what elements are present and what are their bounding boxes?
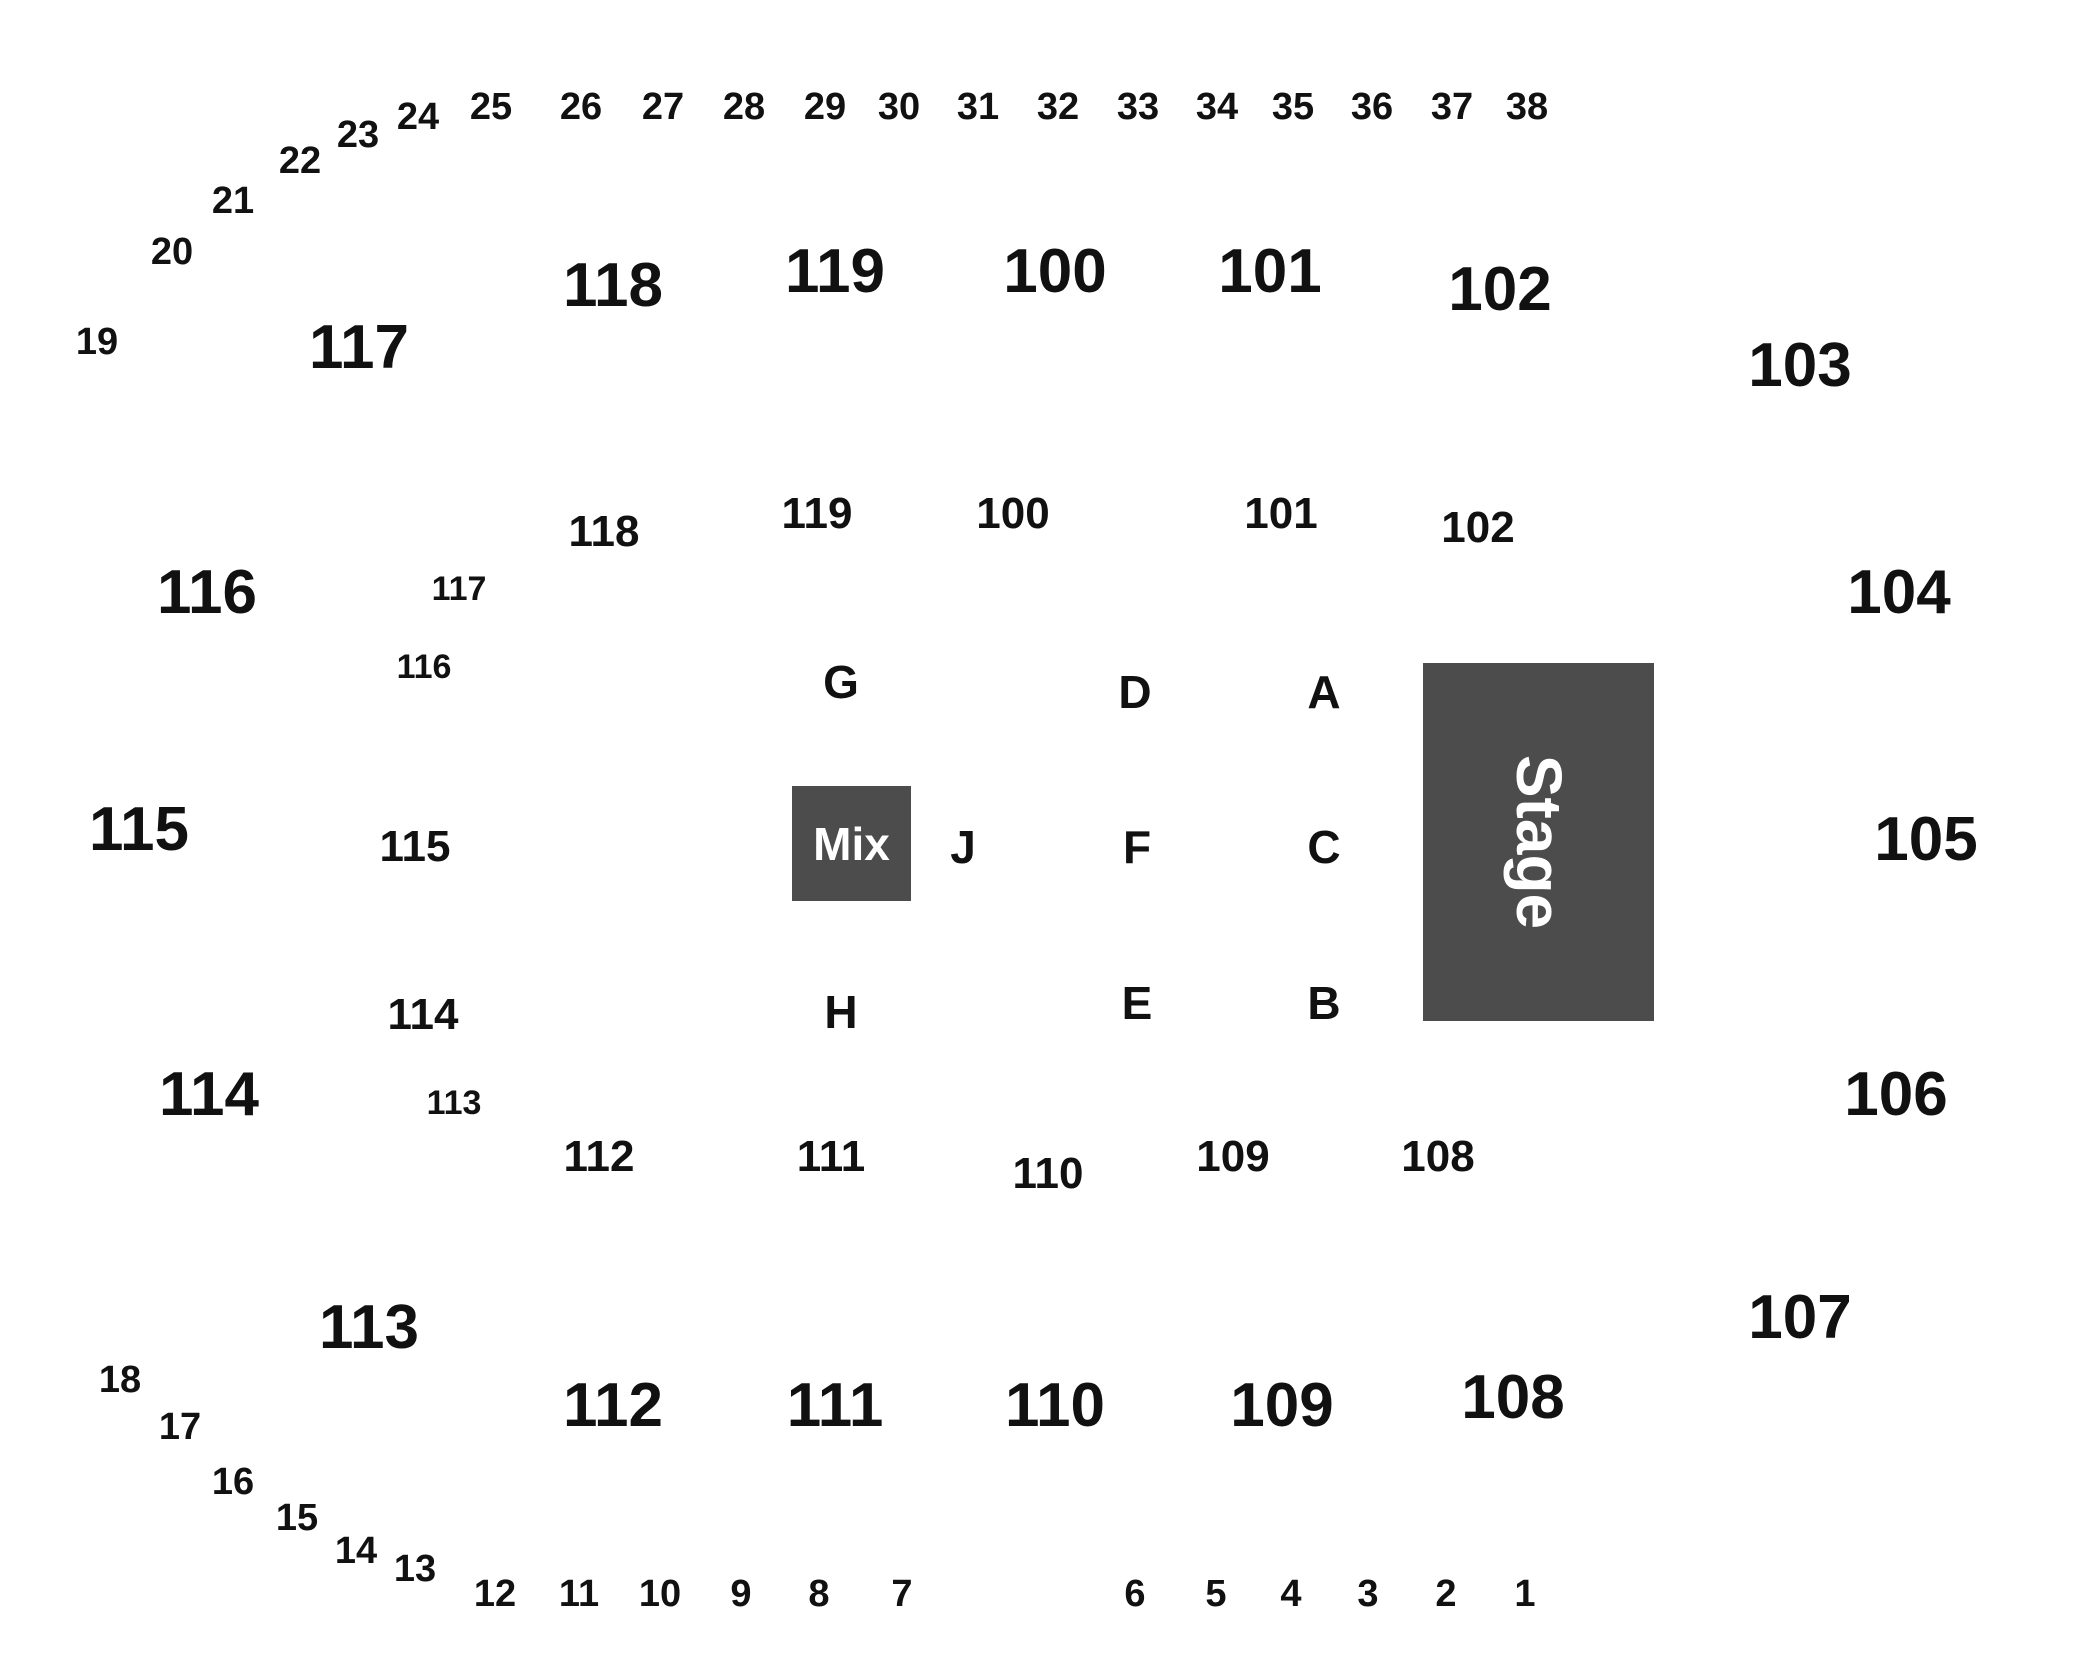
row-label-35[interactable]: 35 — [1271, 86, 1315, 128]
upper-section-119[interactable]: 119 — [784, 237, 886, 306]
lower-section-111[interactable]: 111 — [796, 1132, 866, 1181]
lower-section-113[interactable]: 113 — [426, 1084, 482, 1122]
row-label-3[interactable]: 3 — [1357, 1573, 1379, 1615]
upper-section-118[interactable]: 118 — [562, 251, 664, 320]
lower-section-100[interactable]: 100 — [976, 489, 1050, 538]
row-label-30[interactable]: 30 — [877, 86, 921, 128]
row-label-4[interactable]: 4 — [1280, 1573, 1302, 1615]
upper-section-110[interactable]: 110 — [1004, 1371, 1106, 1440]
mix-area[interactable]: Mix — [792, 786, 911, 901]
upper-section-112[interactable]: 112 — [562, 1371, 664, 1440]
row-label-13[interactable]: 13 — [393, 1548, 437, 1590]
upper-section-115[interactable]: 115 — [88, 795, 190, 864]
row-label-38[interactable]: 38 — [1505, 86, 1549, 128]
row-label-22[interactable]: 22 — [278, 140, 322, 182]
lower-section-117[interactable]: 117 — [431, 570, 487, 608]
stage-area[interactable]: Stage — [1423, 663, 1654, 1021]
lower-section-114[interactable]: 114 — [387, 990, 459, 1039]
row-label-33[interactable]: 33 — [1116, 86, 1160, 128]
floor-section-j[interactable]: J — [950, 821, 976, 873]
lower-section-102[interactable]: 102 — [1441, 503, 1515, 552]
upper-section-111[interactable]: 111 — [786, 1371, 884, 1440]
row-label-32[interactable]: 32 — [1036, 86, 1080, 128]
row-label-6[interactable]: 6 — [1124, 1573, 1146, 1615]
upper-section-117[interactable]: 117 — [308, 313, 410, 382]
row-label-2[interactable]: 2 — [1435, 1573, 1457, 1615]
row-label-16[interactable]: 16 — [211, 1461, 255, 1503]
upper-section-108[interactable]: 108 — [1461, 1363, 1565, 1432]
floor-section-h[interactable]: H — [824, 986, 858, 1038]
row-label-26[interactable]: 26 — [559, 86, 603, 128]
floor-section-f[interactable]: F — [1122, 821, 1152, 873]
row-label-11[interactable]: 11 — [558, 1573, 600, 1615]
upper-section-116[interactable]: 116 — [156, 558, 258, 627]
row-label-15[interactable]: 15 — [275, 1497, 319, 1539]
row-label-17[interactable]: 17 — [158, 1406, 202, 1448]
upper-section-109[interactable]: 109 — [1230, 1371, 1334, 1440]
lower-section-110[interactable]: 110 — [1012, 1149, 1084, 1198]
upper-section-106[interactable]: 106 — [1844, 1060, 1948, 1129]
upper-section-103[interactable]: 103 — [1748, 331, 1852, 400]
row-label-20[interactable]: 20 — [150, 231, 194, 273]
row-label-1[interactable]: 1 — [1514, 1573, 1536, 1615]
floor-section-a[interactable]: A — [1307, 666, 1341, 718]
row-label-12[interactable]: 12 — [473, 1573, 517, 1615]
lower-section-109[interactable]: 109 — [1196, 1132, 1270, 1181]
upper-section-100[interactable]: 100 — [1003, 237, 1107, 306]
upper-section-101[interactable]: 101 — [1218, 237, 1322, 306]
floor-section-d[interactable]: D — [1118, 666, 1152, 718]
row-label-8[interactable]: 8 — [808, 1573, 830, 1615]
row-label-5[interactable]: 5 — [1205, 1573, 1227, 1615]
row-label-24[interactable]: 24 — [396, 96, 440, 138]
lower-section-119[interactable]: 119 — [781, 489, 853, 538]
lower-section-101[interactable]: 101 — [1244, 489, 1318, 538]
row-label-34[interactable]: 34 — [1195, 86, 1239, 128]
mix-label: Mix — [813, 817, 890, 870]
row-label-28[interactable]: 28 — [722, 86, 766, 128]
upper-section-107[interactable]: 107 — [1748, 1283, 1852, 1352]
row-label-10[interactable]: 10 — [638, 1573, 682, 1615]
row-label-14[interactable]: 14 — [334, 1530, 378, 1572]
row-label-27[interactable]: 27 — [641, 86, 685, 128]
floor-section-b[interactable]: B — [1307, 977, 1341, 1029]
floor-section-g[interactable]: G — [823, 656, 859, 708]
row-label-23[interactable]: 23 — [336, 114, 380, 156]
row-label-21[interactable]: 21 — [211, 180, 255, 222]
floor-section-c[interactable]: C — [1307, 821, 1341, 873]
upper-section-102[interactable]: 102 — [1448, 255, 1552, 324]
row-label-37[interactable]: 37 — [1430, 86, 1474, 128]
row-label-31[interactable]: 31 — [956, 86, 1000, 128]
lower-section-118[interactable]: 118 — [568, 507, 640, 556]
stage-label: Stage — [1502, 754, 1575, 930]
lower-section-115[interactable]: 115 — [379, 822, 451, 871]
upper-section-114[interactable]: 114 — [158, 1060, 260, 1129]
upper-section-105[interactable]: 105 — [1874, 805, 1978, 874]
lower-section-108[interactable]: 108 — [1401, 1132, 1475, 1181]
row-label-25[interactable]: 25 — [469, 86, 513, 128]
row-label-19[interactable]: 19 — [75, 321, 119, 363]
upper-section-113[interactable]: 113 — [318, 1293, 420, 1362]
row-label-36[interactable]: 36 — [1350, 86, 1394, 128]
row-label-29[interactable]: 29 — [803, 86, 847, 128]
row-label-9[interactable]: 9 — [730, 1573, 752, 1615]
lower-section-112[interactable]: 112 — [563, 1132, 635, 1181]
row-label-18[interactable]: 18 — [98, 1359, 142, 1401]
floor-section-e[interactable]: E — [1121, 977, 1153, 1029]
row-label-7[interactable]: 7 — [891, 1573, 913, 1615]
lower-section-116[interactable]: 116 — [396, 648, 452, 686]
upper-section-104[interactable]: 104 — [1847, 558, 1951, 627]
